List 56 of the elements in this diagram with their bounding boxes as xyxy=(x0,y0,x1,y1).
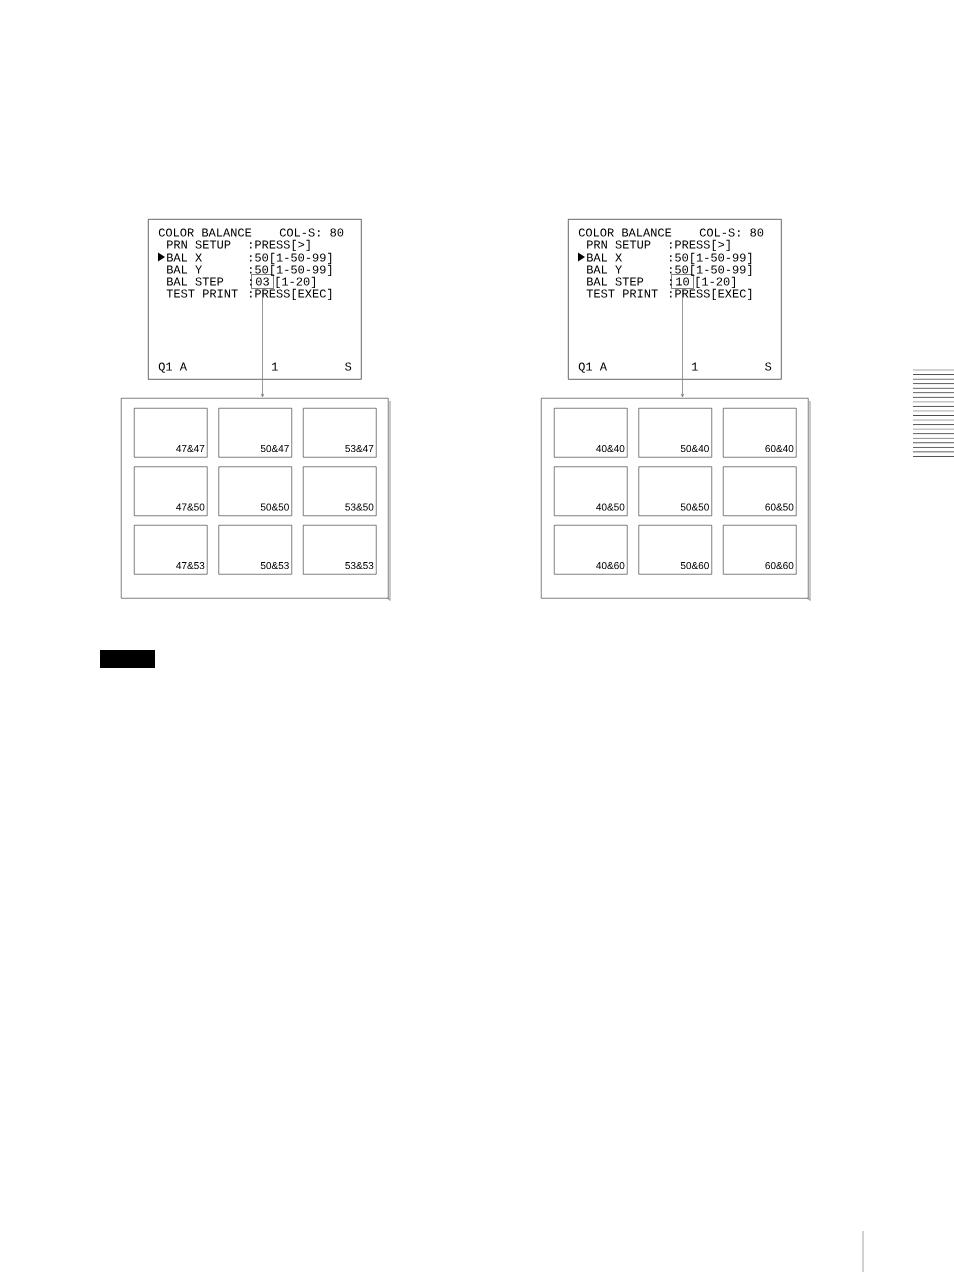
print-thumbnail: 53&47 xyxy=(303,408,377,458)
print-thumbnail: 47&50 xyxy=(134,466,208,516)
menu-text: TEST PRINT xyxy=(586,289,658,298)
menu-text: :50[1-50-99] xyxy=(670,264,752,276)
print-thumbnail: 60&50 xyxy=(723,466,797,516)
menu-text: 1 xyxy=(272,362,278,371)
menu-text: :PRESS[EXEC] xyxy=(670,288,752,300)
menu-text: [1-20] xyxy=(276,276,315,288)
menu-text: [1-20] xyxy=(696,276,735,288)
menu-text: BAL Y xyxy=(167,265,202,274)
menu-text: BAL X xyxy=(587,253,622,262)
menu-text: TEST PRINT xyxy=(166,289,238,298)
menu-text: : xyxy=(670,279,672,286)
print-thumbnail: 53&50 xyxy=(303,466,377,516)
print-thumbnail: 60&40 xyxy=(723,408,797,458)
menu-text: PRN SETUP xyxy=(167,240,231,249)
menu-text: BAL X xyxy=(167,253,202,262)
print-sheet xyxy=(121,398,391,602)
menu-text: COL-S: 80 xyxy=(279,228,344,237)
menu-text: COLOR BALANCE xyxy=(158,228,252,237)
menu-text: S xyxy=(765,362,772,371)
print-thumbnail: 40&60 xyxy=(554,525,628,575)
menu-text: BAL STEP xyxy=(587,277,644,286)
print-sheet xyxy=(541,398,811,602)
arrow xyxy=(261,288,264,398)
print-thumbnail: 40&40 xyxy=(554,408,628,458)
menu-text: 1 xyxy=(692,362,698,371)
menu-text: S xyxy=(345,362,352,371)
print-thumbnail: 50&60 xyxy=(638,525,712,575)
menu-text: :PRESS[EXEC] xyxy=(250,288,332,300)
menu-text: Q1 A xyxy=(578,362,607,373)
menu-text: BAL STEP xyxy=(167,277,224,286)
menu-text: :PRESS[>] xyxy=(250,239,310,251)
menu-text: :50[1-50-99] xyxy=(670,252,752,264)
menu-text: COL-S: 80 xyxy=(699,228,764,237)
print-thumbnail: 50&50 xyxy=(638,466,712,516)
print-thumbnail: 60&60 xyxy=(723,525,797,575)
menu-screen xyxy=(568,219,782,380)
print-thumbnail: 47&47 xyxy=(134,408,208,458)
menu-screen xyxy=(148,219,362,380)
menu-text: : xyxy=(250,279,252,286)
print-thumbnail: 50&40 xyxy=(638,408,712,458)
print-thumbnail: 50&47 xyxy=(218,408,292,458)
menu-text: BAL Y xyxy=(587,265,622,274)
arrow xyxy=(681,288,684,398)
print-thumbnail: 53&53 xyxy=(303,525,377,575)
print-thumbnail: 47&53 xyxy=(134,525,208,575)
menu-text: PRN SETUP xyxy=(587,240,651,249)
print-thumbnail: 40&50 xyxy=(554,466,628,516)
menu-text: :50[1-50-99] xyxy=(250,264,332,276)
print-thumbnail: 50&50 xyxy=(218,466,292,516)
menu-text: Q1 A xyxy=(158,362,187,373)
menu-text: COLOR BALANCE xyxy=(578,228,672,237)
menu-text: :50[1-50-99] xyxy=(250,252,332,264)
menu-text: :PRESS[>] xyxy=(670,239,730,251)
print-thumbnail: 50&53 xyxy=(218,525,292,575)
